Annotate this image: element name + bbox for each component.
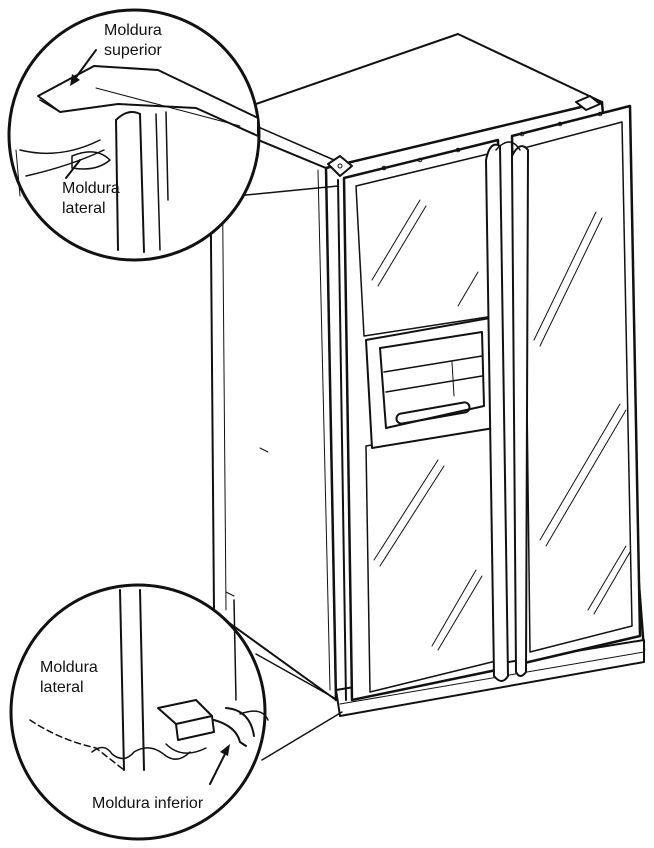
bottom-connector-line [261,711,343,761]
cabinet-edge [233,599,237,701]
bottom-trim-label: Moldura inferior [92,795,204,812]
side-edge-line [317,169,331,691]
glass-reflection [457,271,479,307]
top-trim-leader [73,49,97,81]
side-trim-top [115,111,141,121]
top-trim-label-line2: superior [104,42,162,59]
door-handles [485,141,529,682]
glass-reflection [539,403,621,541]
dispenser-divider [451,361,455,397]
right-door-glass [523,121,633,653]
side-mark [225,591,235,597]
door-screw [519,131,525,137]
handle-cap [495,141,521,151]
top-trim-label-line1: Moldura [104,22,162,39]
top-trim-groove [95,87,241,127]
door-screw [417,157,423,163]
side-trim-bottom-label-line1: Moldura [40,659,98,676]
top-connector-line [235,185,339,197]
top-connector-line [255,125,335,161]
side-trim-bottom-label-line2: lateral [40,679,84,696]
glass-reflection [431,569,477,647]
top-left-hinge [327,155,353,177]
door-screw [557,121,563,127]
dispenser-line [383,355,483,373]
bottom-trim-curve [165,743,207,754]
bottom-trim-leader [209,751,227,785]
side-trim-leader [65,159,81,179]
right-door [510,104,642,666]
glass-reflection [379,465,445,567]
glass-reflection [545,409,627,547]
right-door-panel [510,104,642,666]
hinge-screw [337,163,343,169]
left-door-handle [485,143,509,682]
side-trim-top-label-line1: Moldura [62,180,120,197]
glass-reflection [437,575,483,651]
water-dispenser [365,317,495,449]
left-door-edge [337,179,347,701]
right-door-handle [511,145,529,677]
door-screw [381,165,387,171]
hidden-edge [29,719,125,771]
dispenser-tray [395,401,471,425]
floor-edge [91,746,191,760]
door-screw [597,111,603,117]
bottom-trim-bracket-side [175,715,215,741]
glass-reflection [593,551,631,615]
hinge-part [15,149,21,197]
side-trim-edge [155,113,161,251]
base-line [339,651,645,705]
hinge-part [71,151,111,170]
bottom-trim-hook [225,707,255,737]
side-trim-top-label-line2: lateral [62,200,106,217]
glass-reflection [373,459,439,561]
top-trim-edge [39,99,61,113]
top-trim-piece [37,65,259,137]
bottom-detail-circle [9,583,267,841]
glass-reflection [533,211,597,341]
side-trim-edge [115,119,119,251]
side-trim-edge [119,589,125,771]
bottom-connector-line [255,653,339,701]
side-trim-edge [139,589,145,771]
hinge-part [19,139,101,155]
bottom-trim-hook [213,719,247,747]
dispenser-line [385,375,483,393]
glass-reflection [371,199,421,281]
glass-reflection [587,545,627,611]
side-trim-edge [139,113,145,253]
door-screw [455,147,461,153]
bottom-trim-arrowhead [220,744,230,756]
top-detail-magnifier: Moldura superior Moldura lateral [7,8,339,262]
glass-reflection [377,205,427,287]
glass-reflection [539,217,603,347]
top-trim-arrowhead [70,74,80,86]
side-trim-edge [165,111,169,201]
top-hinges [327,95,603,177]
bottom-trim-tab [239,710,269,721]
bottom-detail-magnifier: Moldura lateral Moldura inferior [9,583,343,841]
side-mark [259,447,269,453]
top-right-hinge [575,95,601,111]
